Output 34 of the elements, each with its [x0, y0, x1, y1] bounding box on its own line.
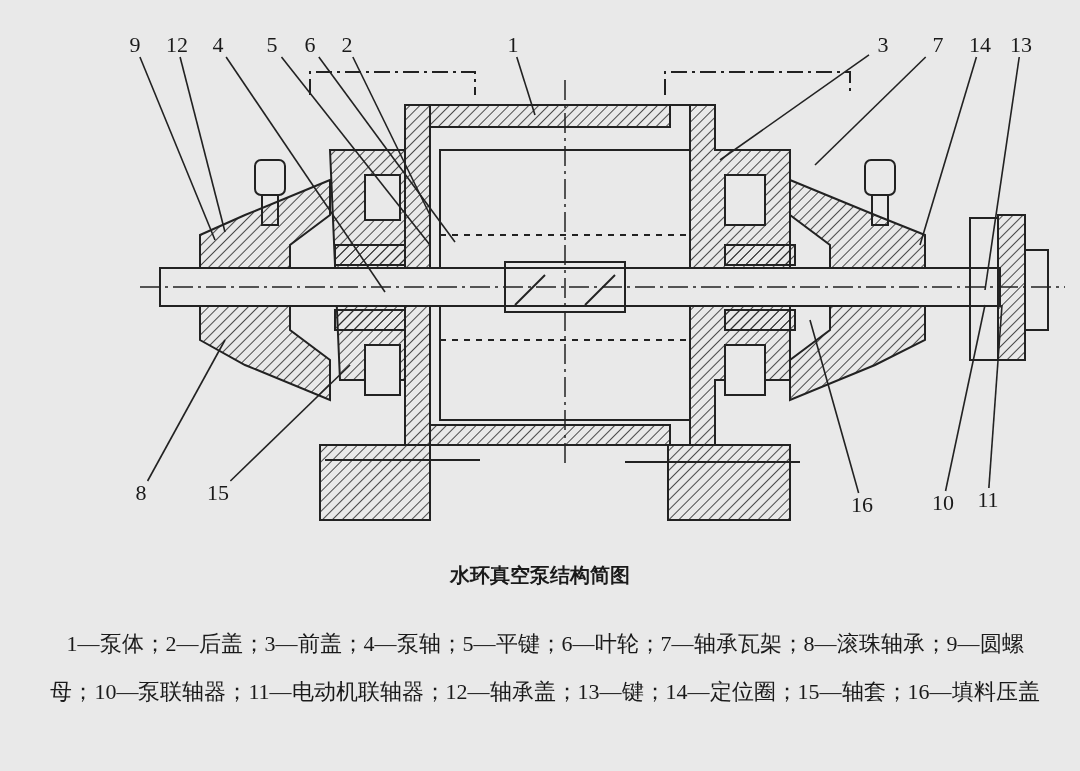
leader-line: [809, 319, 860, 494]
leader-line: [318, 56, 456, 243]
parts-key-text: 1—泵体；2—后盖；3—前盖；4—泵轴；5—平键；6—叶轮；7—轴承瓦架；8—滚珠轴承；9—圆螺母；10—泵联轴器；11—电动机联轴器；12—轴承盖；13—键；14—定位圈；15—轴套；16—填料压盖: [50, 630, 1040, 706]
callout-number: 7: [924, 33, 952, 57]
leader-line: [280, 56, 431, 246]
leader-line: [352, 56, 431, 216]
leader-line: [146, 339, 226, 482]
callout-number: 8: [127, 481, 155, 505]
callout-number: 5: [258, 33, 286, 57]
leader-line: [814, 56, 927, 166]
callout-number: 9: [121, 33, 149, 57]
leader-line: [719, 54, 870, 161]
leader-line: [988, 304, 1003, 489]
leader-line: [515, 56, 536, 116]
leader-line: [179, 56, 226, 233]
callout-number: 12: [163, 33, 191, 57]
callout-number: 6: [296, 33, 324, 57]
leader-line: [225, 56, 386, 293]
diagram-title: 水环真空泵结构简图: [448, 563, 631, 588]
callout-number: 15: [204, 481, 232, 505]
callout-number: 2: [333, 33, 361, 57]
callout-number: 13: [1007, 33, 1035, 57]
callout-number: 16: [848, 493, 876, 517]
leader-line: [919, 56, 978, 246]
callout-number: 1: [499, 33, 527, 57]
callout-number: 14: [966, 33, 994, 57]
leader-line: [139, 56, 216, 241]
callout-number: 3: [869, 33, 897, 57]
callout-number: 10: [929, 491, 957, 515]
callout-number: 4: [204, 33, 232, 57]
callout-number: 11: [974, 488, 1002, 512]
leader-line: [984, 56, 1021, 291]
leader-line: [944, 304, 986, 492]
leader-line: [229, 364, 351, 482]
